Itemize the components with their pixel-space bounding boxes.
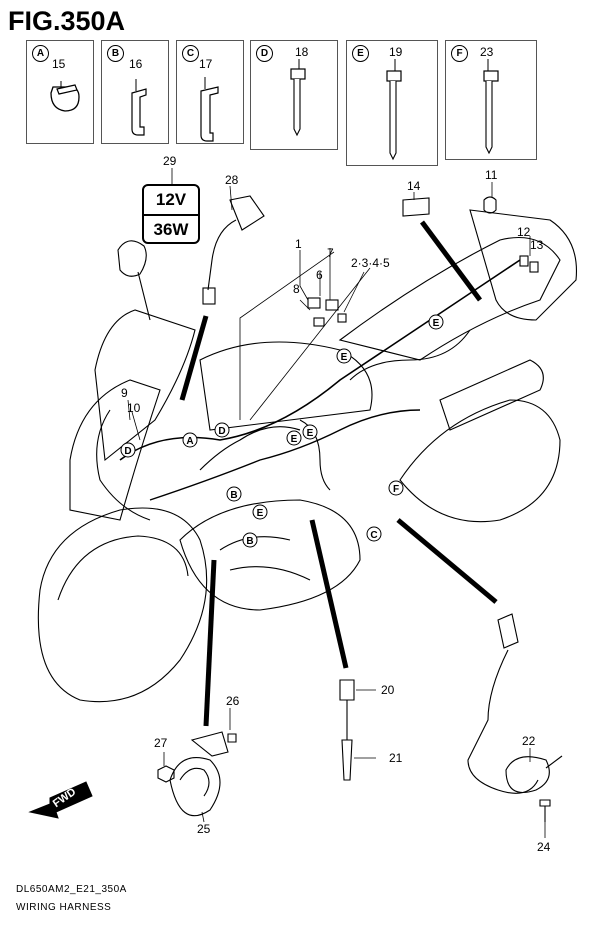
inset-e: E 19	[346, 40, 438, 166]
figure-caption: WIRING HARNESS	[16, 902, 112, 913]
wattage-label: 36W	[153, 220, 189, 239]
callout-26: 26	[226, 694, 240, 708]
muffler	[439, 359, 544, 431]
view-marker-e: E	[286, 430, 302, 446]
cable-tie-icon	[386, 59, 402, 161]
marker-letter: B	[246, 536, 253, 547]
callout-11: 11	[485, 168, 498, 182]
figure-code: DL650AM2_E21_350A	[16, 884, 127, 895]
horn	[169, 756, 221, 817]
part-number: 18	[295, 45, 309, 59]
callout-8: 8	[293, 282, 300, 296]
marker-letter: E	[307, 428, 314, 439]
view-marker-e: E	[336, 348, 352, 364]
clamp-icon	[131, 79, 147, 136]
callout-29: 29	[163, 154, 177, 168]
marker-letter: B	[230, 490, 237, 501]
inset-letter: E	[352, 45, 369, 62]
inset-letter: A	[32, 45, 49, 62]
part-number: 16	[129, 57, 143, 71]
inset-b: B 16	[101, 40, 169, 144]
clamp-icon	[200, 77, 219, 142]
inset-letter: D	[256, 45, 273, 62]
callout-28: 28	[225, 173, 239, 187]
callout-10: 10	[127, 401, 141, 415]
inset-c: C 17	[176, 40, 244, 144]
view-marker-e: E	[428, 314, 444, 330]
inset-letter: B	[107, 45, 124, 62]
callout-22: 22	[522, 734, 536, 748]
accessory-socket	[229, 195, 265, 231]
fairing	[69, 379, 161, 521]
view-marker-f: F	[388, 480, 404, 496]
front-wheel	[37, 507, 208, 703]
relay	[307, 297, 321, 309]
windscreen	[94, 309, 196, 462]
inset-letter: C	[182, 45, 199, 62]
fwd-arrow	[28, 781, 93, 819]
view-marker-b: B	[226, 486, 242, 502]
view-marker-e: E	[252, 504, 268, 520]
marker-letter: A	[186, 436, 193, 447]
switch	[339, 679, 355, 701]
view-marker-d: D	[120, 442, 136, 458]
cable-tie-icon	[483, 59, 499, 155]
speed-sensor	[505, 756, 550, 794]
marker-letter: E	[433, 318, 440, 329]
engine	[179, 499, 361, 611]
part-number: 19	[389, 45, 403, 59]
relay	[325, 299, 339, 311]
cable-tie-icon	[290, 59, 306, 137]
inset-letter: F	[451, 45, 468, 62]
callout-12: 12	[517, 225, 531, 239]
power-rating-badge: 12V 36W	[142, 184, 200, 244]
callout-1: 1	[295, 237, 302, 251]
part-number: 17	[199, 57, 213, 71]
view-marker-c: C	[366, 526, 382, 542]
part-number: 23	[480, 45, 494, 59]
grommet	[483, 196, 497, 214]
figure-title: FIG.350A	[8, 6, 126, 36]
marker-letter: E	[341, 352, 348, 363]
clamp-icon	[50, 81, 80, 112]
marker-letter: D	[124, 446, 131, 457]
mirror	[117, 240, 147, 277]
marker-letter: D	[218, 426, 225, 437]
callout-6: 6	[316, 268, 323, 282]
callout-13: 13	[530, 238, 544, 252]
callout-14: 14	[407, 179, 421, 193]
rear-cowl	[469, 209, 578, 321]
inset-f: F 23	[445, 40, 537, 160]
view-marker-a: A	[182, 432, 198, 448]
marker-letter: F	[393, 484, 399, 495]
marker-letter: C	[370, 530, 377, 541]
view-marker-b: B	[242, 532, 258, 548]
relay	[313, 317, 325, 327]
view-marker-e: E	[302, 424, 318, 440]
callout-27: 27	[154, 736, 168, 750]
callout-20: 20	[381, 683, 395, 697]
callout-21: 21	[389, 751, 403, 765]
label-part	[402, 197, 430, 217]
marker-letter: E	[257, 508, 264, 519]
inset-a: A 15	[26, 40, 94, 144]
callout-25: 25	[197, 822, 211, 836]
sensor	[497, 613, 519, 649]
inset-d: D 18	[250, 40, 338, 150]
part-number: 15	[52, 57, 66, 71]
rear-wheel	[399, 399, 561, 523]
view-marker-d: D	[214, 422, 230, 438]
callout-7: 7	[327, 246, 334, 260]
seat	[338, 236, 561, 361]
voltage-label: 12V	[144, 186, 198, 216]
relay	[337, 313, 347, 323]
callout-2345: 2·3·4·5	[351, 256, 390, 270]
callout-24: 24	[537, 840, 551, 854]
marker-letter: E	[291, 434, 298, 445]
callout-9: 9	[121, 386, 128, 400]
